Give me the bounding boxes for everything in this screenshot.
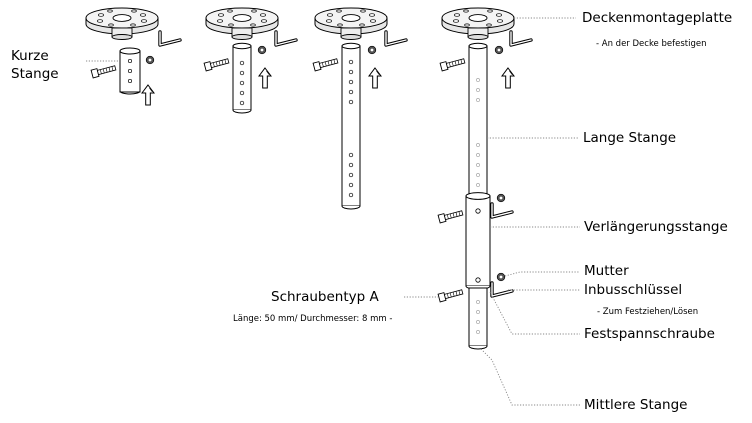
assembly-medium-pole [203,7,298,114]
label-mutter: Mutter [584,263,629,279]
label-schraubentyp: Schraubentyp A [271,289,379,305]
note-schraubentyp: Länge: 50 mm/ Durchmesser: 8 mm - [233,314,393,324]
label-lange-stange: Lange Stange [583,130,677,146]
label-inbusschluessel: Inbusschlüssel [584,282,683,298]
label-mittlere-stange: Mittlere Stange [584,397,688,413]
note-inbusschluessel: - Zum Festziehen/Lösen [597,307,699,317]
assembly-long-pole [312,7,408,210]
label-deckenmontageplatte: Deckenmontageplatte [582,10,733,26]
assembly-short-pole [85,7,182,106]
assembly-extended [437,7,533,350]
leader-lines [404,17,580,406]
note-deckenmontageplatte: - An der Decke befestigen [596,39,707,49]
label-stange: Stange [11,66,59,82]
label-kurze: Kurze [11,48,49,64]
label-verlaengerungsstange: Verlängerungsstange [584,219,728,235]
label-festspannschraube: Festspannschraube [584,326,715,342]
